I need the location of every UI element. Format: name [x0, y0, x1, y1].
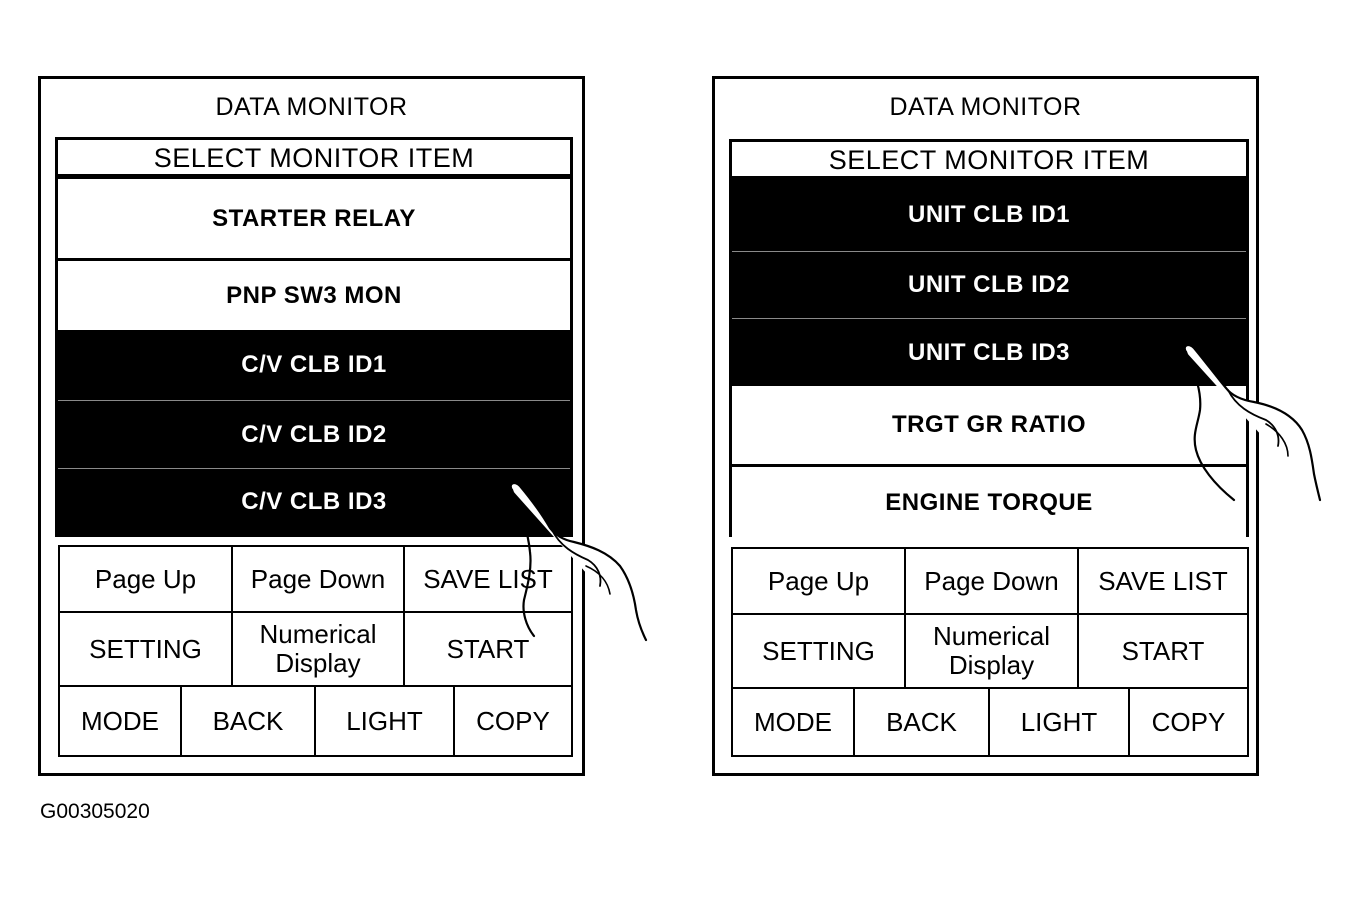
panel-title: DATA MONITOR — [889, 93, 1082, 121]
mode-button[interactable]: MODE — [58, 685, 182, 757]
panel-title: DATA MONITOR — [215, 93, 408, 121]
copy-button[interactable]: COPY — [1128, 687, 1249, 757]
pointing-hand-icon — [509, 481, 648, 642]
light-button[interactable]: LIGHT — [988, 687, 1130, 757]
save-list-button[interactable]: SAVE LIST — [403, 545, 573, 613]
monitor-item-cv-clb-id3[interactable]: C/V CLB ID3 — [58, 468, 570, 534]
start-button[interactable]: START — [403, 611, 573, 687]
copy-button[interactable]: COPY — [453, 685, 573, 757]
back-button[interactable]: BACK — [180, 685, 316, 757]
select-monitor-item-header: SELECT MONITOR ITEM — [58, 140, 570, 177]
save-list-button[interactable]: SAVE LIST — [1077, 547, 1249, 615]
light-button[interactable]: LIGHT — [314, 685, 455, 757]
page-up-button[interactable]: Page Up — [58, 545, 233, 613]
monitor-item-unit-clb-id1[interactable]: UNIT CLB ID1 — [732, 179, 1246, 251]
page-up-button[interactable]: Page Up — [731, 547, 906, 615]
page-down-button[interactable]: Page Down — [904, 547, 1079, 615]
monitor-item-list: SELECT MONITOR ITEM UNIT CLB ID1 UNIT CL… — [729, 139, 1249, 538]
page-down-button[interactable]: Page Down — [231, 545, 405, 613]
setting-button[interactable]: SETTING — [731, 613, 906, 689]
monitor-item-list: SELECT MONITOR ITEM STARTER RELAY PNP SW… — [55, 137, 573, 537]
setting-button[interactable]: SETTING — [58, 611, 233, 687]
numerical-display-button[interactable]: Numerical Display — [904, 613, 1079, 689]
monitor-item-cv-clb-id2[interactable]: C/V CLB ID2 — [58, 400, 570, 468]
monitor-item-trgt-gr-ratio[interactable]: TRGT GR RATIO — [732, 386, 1246, 464]
monitor-item-unit-clb-id2[interactable]: UNIT CLB ID2 — [732, 251, 1246, 318]
monitor-item-starter-relay[interactable]: STARTER RELAY — [58, 177, 570, 258]
back-button[interactable]: BACK — [853, 687, 990, 757]
pointing-hand-icon — [1183, 343, 1322, 502]
numerical-display-button[interactable]: Numerical Display — [231, 611, 405, 687]
left-data-monitor-panel: DATA MONITOR SELECT MONITOR ITEM STARTER… — [38, 76, 585, 776]
monitor-item-unit-clb-id3[interactable]: UNIT CLB ID3 — [732, 318, 1246, 386]
figure-code: G00305020 — [40, 800, 150, 823]
mode-button[interactable]: MODE — [731, 687, 855, 757]
monitor-item-pnp-sw3-mon[interactable]: PNP SW3 MON — [58, 258, 570, 330]
start-button[interactable]: START — [1077, 613, 1249, 689]
select-monitor-item-header: SELECT MONITOR ITEM — [732, 142, 1246, 179]
monitor-item-cv-clb-id1[interactable]: C/V CLB ID1 — [58, 330, 570, 400]
monitor-item-engine-torque[interactable]: ENGINE TORQUE — [732, 464, 1246, 538]
